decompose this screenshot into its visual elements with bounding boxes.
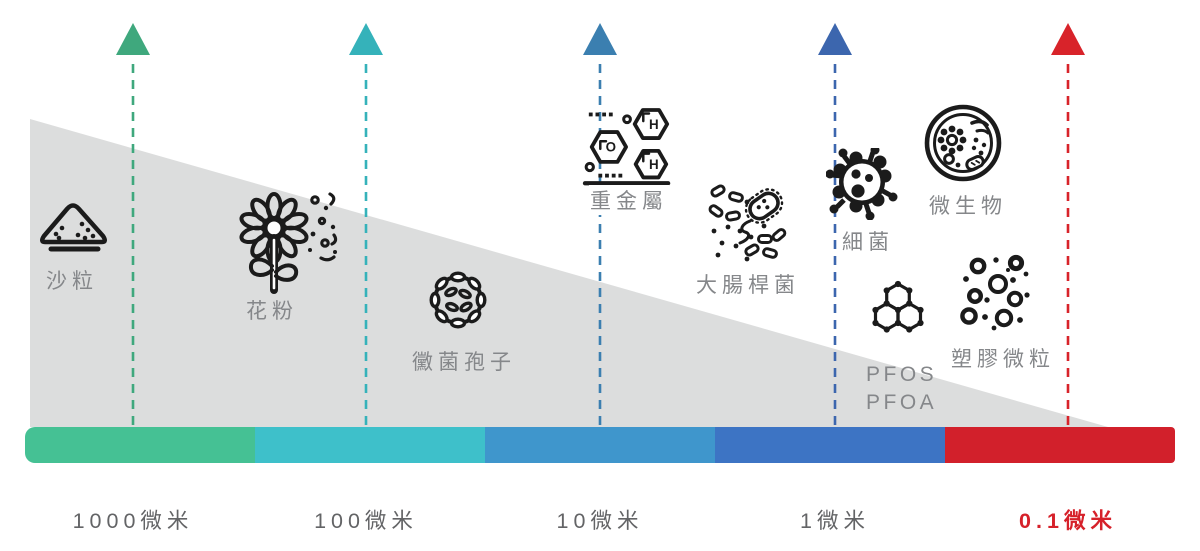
tick-label-1000um: 1000微米 [72, 509, 194, 533]
item-microorganism-label: 微生物 [929, 195, 1007, 218]
item-microorganism [922, 102, 1004, 184]
arrow-marker-100um [348, 22, 384, 428]
item-microplastics-label: 塑膠微粒 [951, 348, 1055, 371]
scale-segment-1um [715, 427, 945, 463]
scale-segment-0-1um [945, 427, 1175, 463]
up-arrow-icon [818, 23, 852, 428]
item-microplastics [958, 254, 1032, 334]
up-arrow-icon [583, 23, 617, 428]
arrow-marker-1um [817, 22, 853, 428]
item-bacteria-label: 細菌 [842, 231, 894, 254]
mold-spore-icon [429, 271, 487, 329]
svg-text:H: H [649, 117, 659, 132]
item-pfos-label-line2: PFOA [866, 391, 938, 414]
tick-label-1um: 1微米 [800, 509, 870, 533]
item-pollen [238, 186, 342, 298]
up-arrow-icon [1051, 23, 1085, 428]
sand-pile-icon [40, 203, 107, 252]
tick-label-10um: 10微米 [556, 509, 644, 533]
pollen-flower-icon [239, 192, 338, 294]
item-ecoli-label: 大腸桿菌 [696, 274, 800, 297]
item-sand [36, 197, 112, 255]
heavy-metals-icon: O H H [582, 108, 671, 186]
svg-text:O: O [606, 140, 616, 155]
bacteria-virus-icon [826, 148, 898, 220]
petri-dish-icon [924, 104, 1002, 182]
arrow-marker-1000um [115, 22, 151, 428]
item-mold [424, 262, 492, 338]
tick-label-0-1um: 0.1微米 [1019, 509, 1117, 533]
arrow-marker-10um [582, 22, 618, 428]
svg-text:H: H [649, 157, 659, 172]
item-heavy-metals: O H H [582, 103, 674, 189]
arrow-marker-0-1um [1050, 22, 1086, 428]
item-pfos-label-line1: PFOS [866, 363, 938, 386]
tick-label-100um: 100微米 [314, 509, 418, 533]
item-pollen-label: 花粉 [246, 300, 298, 323]
item-heavy-metals-label: 重金屬 [589, 185, 669, 215]
up-arrow-icon [116, 23, 150, 428]
item-bacteria [826, 148, 900, 220]
microplastics-icon [960, 254, 1030, 331]
pfos-pfoa-molecule-icon [872, 280, 924, 333]
scale-segment-100um [255, 427, 485, 463]
item-sand-label: 沙粒 [46, 270, 98, 293]
e-coli-icon [708, 184, 787, 262]
item-ecoli [706, 182, 790, 266]
up-arrow-icon [349, 23, 383, 428]
scale-segment-1000um [25, 427, 255, 463]
scale-segment-10um [485, 427, 715, 463]
item-mold-label: 黴菌孢子 [412, 351, 516, 374]
item-pfos [864, 279, 932, 347]
size-scale-bar [25, 427, 1175, 463]
